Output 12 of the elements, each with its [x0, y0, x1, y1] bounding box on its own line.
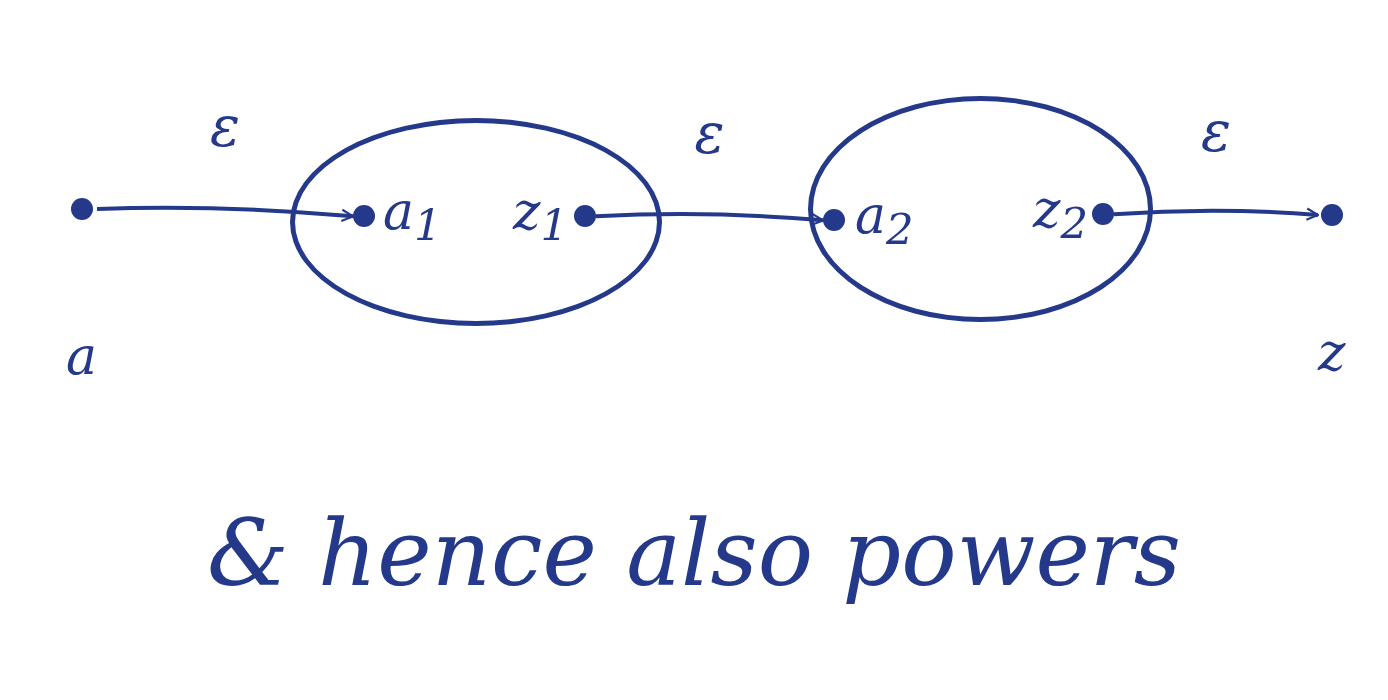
- arrow: [96, 205, 355, 223]
- state-label: a$_{1}$: [383, 185, 442, 248]
- state-label: a$_{2}$: [855, 189, 914, 252]
- caption: & hence also powers: [205, 500, 1183, 607]
- state-label: z$_{1}$: [513, 185, 568, 248]
- group-ellipse: [290, 118, 662, 326]
- group-ellipse: [808, 96, 1153, 322]
- arrow: [595, 212, 825, 227]
- state-label: z: [1318, 326, 1346, 378]
- arrow: [1113, 207, 1320, 221]
- state-label: z$_{2}$: [1033, 183, 1088, 246]
- state-label: a: [66, 330, 97, 382]
